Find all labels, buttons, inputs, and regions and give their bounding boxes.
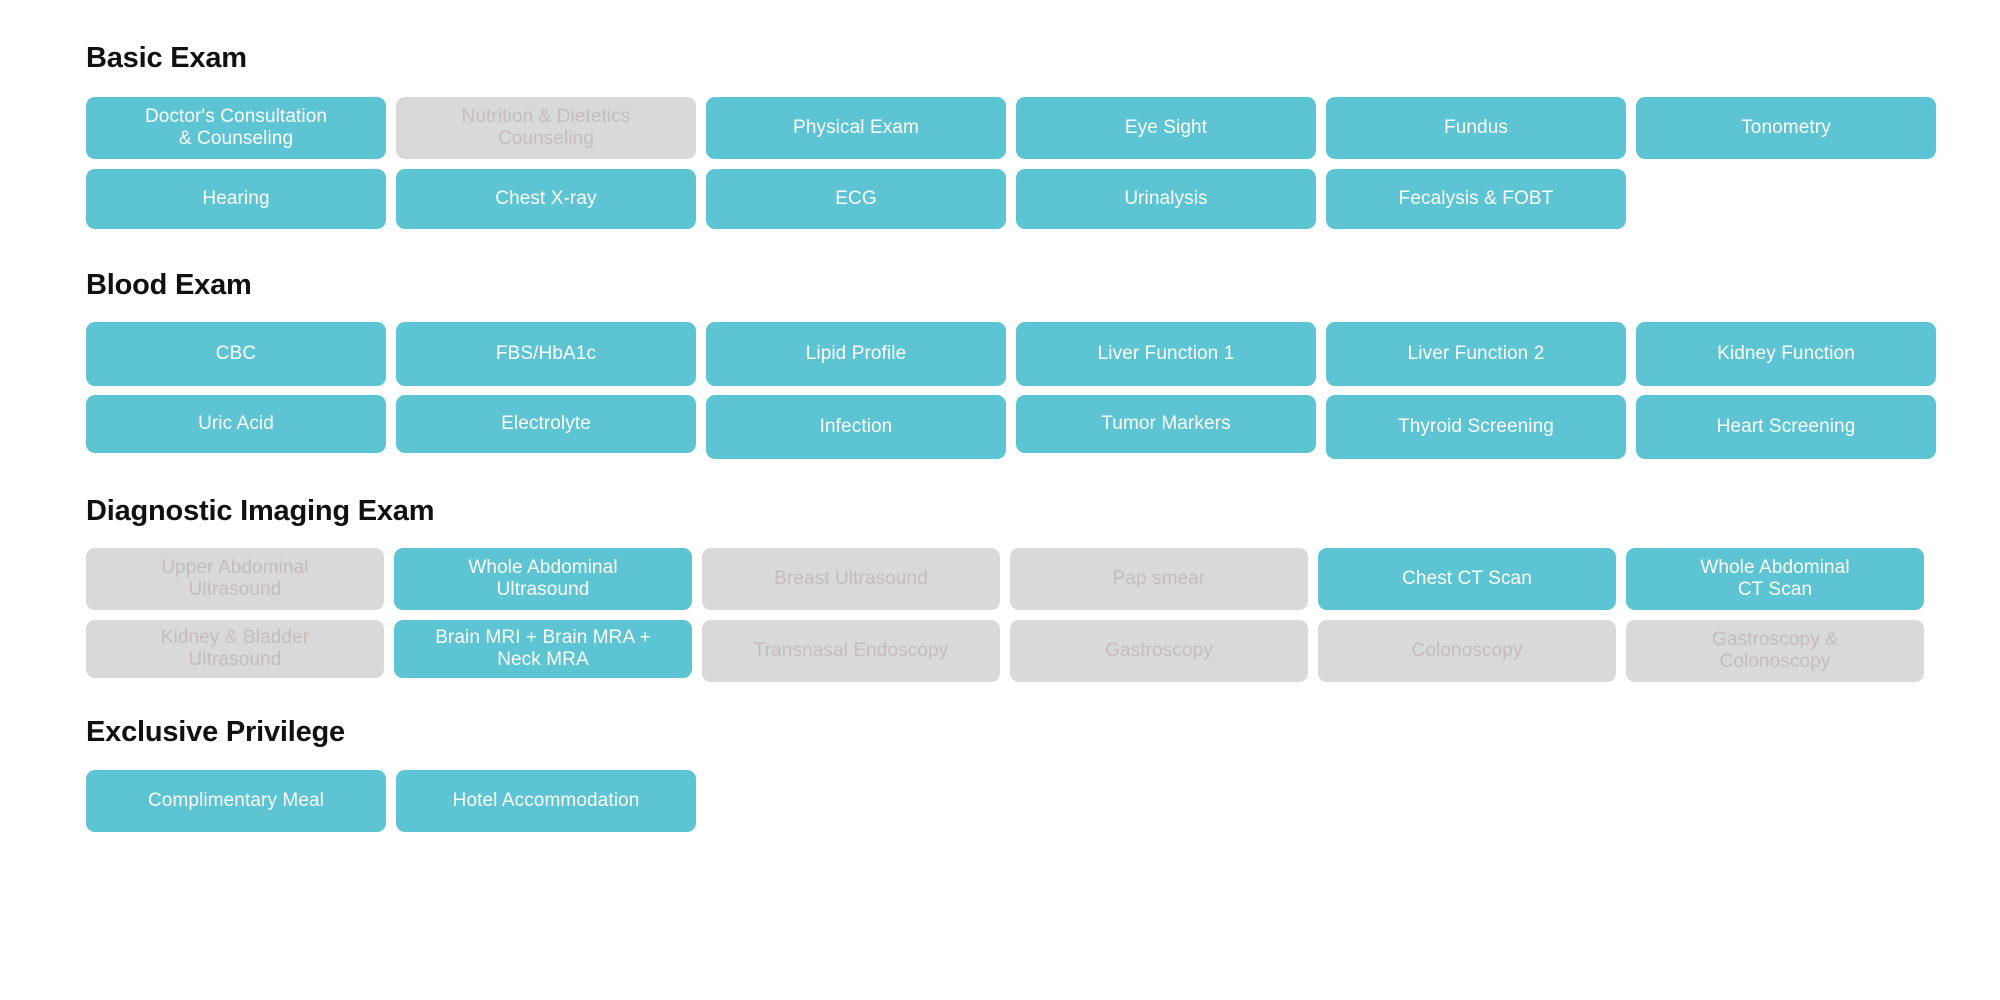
section-blood-exam: Blood Exam CBC FBS/HbA1c Lipid Profile L… bbox=[86, 229, 1936, 459]
exam-card-uric-acid[interactable]: Uric Acid bbox=[86, 395, 386, 453]
card-row: Hearing Chest X-ray ECG Urinalysis Fecal… bbox=[86, 169, 1914, 229]
section-exclusive-privilege: Exclusive Privilege Complimentary Meal H… bbox=[86, 682, 1914, 832]
exam-card-liver-function-2[interactable]: Liver Function 2 bbox=[1326, 322, 1626, 386]
card-row: Kidney & Bladder Ultrasound Brain MRI + … bbox=[86, 620, 1924, 682]
exam-card-heart-screening[interactable]: Heart Screening bbox=[1636, 395, 1936, 459]
card-rows-diagnostic-imaging-exam: Upper Abdominal Ultrasound Whole Abdomin… bbox=[86, 548, 1924, 682]
exam-card-fbs-hba1c[interactable]: FBS/HbA1c bbox=[396, 322, 696, 386]
exam-card-liver-function-1[interactable]: Liver Function 1 bbox=[1016, 322, 1316, 386]
card-row: Uric Acid Electrolyte Infection Tumor Ma… bbox=[86, 395, 1936, 459]
exam-card-ecg[interactable]: ECG bbox=[706, 169, 1006, 229]
privilege-card-complimentary-meal[interactable]: Complimentary Meal bbox=[86, 770, 386, 832]
section-title-blood-exam: Blood Exam bbox=[86, 269, 252, 301]
exam-card-brain-mri-mra-neck-mra[interactable]: Brain MRI + Brain MRA + Neck MRA bbox=[394, 620, 692, 678]
exam-card-tonometry[interactable]: Tonometry bbox=[1636, 97, 1936, 159]
card-row: Doctor's Consultation & Counseling Nutri… bbox=[86, 97, 1936, 159]
exam-card-chest-ct-scan[interactable]: Chest CT Scan bbox=[1318, 548, 1616, 610]
card-rows-exclusive-privilege: Complimentary Meal Hotel Accommodation bbox=[86, 770, 1914, 832]
exam-card-physical-exam[interactable]: Physical Exam bbox=[706, 97, 1006, 159]
exam-card-electrolyte[interactable]: Electrolyte bbox=[396, 395, 696, 453]
section-diagnostic-imaging-exam: Diagnostic Imaging Exam Upper Abdominal … bbox=[86, 459, 1924, 682]
exam-card-pap-smear[interactable]: Pap smear bbox=[1010, 548, 1308, 610]
exam-card-colonoscopy[interactable]: Colonoscopy bbox=[1318, 620, 1616, 682]
exam-card-breast-ultrasound[interactable]: Breast Ultrasound bbox=[702, 548, 1000, 610]
exam-card-urinalysis[interactable]: Urinalysis bbox=[1016, 169, 1316, 229]
exam-card-kidney-bladder-ultrasound[interactable]: Kidney & Bladder Ultrasound bbox=[86, 620, 384, 678]
exam-card-chest-x-ray[interactable]: Chest X-ray bbox=[396, 169, 696, 229]
privilege-card-hotel-accommodation[interactable]: Hotel Accommodation bbox=[396, 770, 696, 832]
exam-card-infection[interactable]: Infection bbox=[706, 395, 1006, 459]
exam-card-gastroscopy-colonoscopy[interactable]: Gastroscopy & Colonoscopy bbox=[1626, 620, 1924, 682]
section-title-basic-exam: Basic Exam bbox=[86, 42, 247, 74]
exam-card-lipid-profile[interactable]: Lipid Profile bbox=[706, 322, 1006, 386]
exam-card-transnasal-endoscopy[interactable]: Transnasal Endoscopy bbox=[702, 620, 1000, 682]
exam-card-eye-sight[interactable]: Eye Sight bbox=[1016, 97, 1316, 159]
exam-card-gastroscopy[interactable]: Gastroscopy bbox=[1010, 620, 1308, 682]
exam-card-nutrition-dietetics-counseling[interactable]: Nutrition & Dietetics Counseling bbox=[396, 97, 696, 159]
exam-card-upper-abdominal-ultrasound[interactable]: Upper Abdominal Ultrasound bbox=[86, 548, 384, 610]
card-row: Upper Abdominal Ultrasound Whole Abdomin… bbox=[86, 548, 1924, 610]
section-basic-exam: Basic Exam Doctor's Consultation & Couns… bbox=[86, 0, 1936, 229]
card-rows-basic-exam: Doctor's Consultation & Counseling Nutri… bbox=[86, 97, 1936, 229]
exam-card-fecalysis-fobt[interactable]: Fecalysis & FOBT bbox=[1326, 169, 1626, 229]
exam-card-whole-abdominal-ct-scan[interactable]: Whole Abdominal CT Scan bbox=[1626, 548, 1924, 610]
exam-card-cbc[interactable]: CBC bbox=[86, 322, 386, 386]
card-row: Complimentary Meal Hotel Accommodation bbox=[86, 770, 1914, 832]
exam-card-doctors-consultation-counseling[interactable]: Doctor's Consultation & Counseling bbox=[86, 97, 386, 159]
card-row: CBC FBS/HbA1c Lipid Profile Liver Functi… bbox=[86, 322, 1936, 386]
section-title-exclusive-privilege: Exclusive Privilege bbox=[86, 716, 345, 748]
section-title-diagnostic-imaging-exam: Diagnostic Imaging Exam bbox=[86, 495, 435, 527]
exam-card-tumor-markers[interactable]: Tumor Markers bbox=[1016, 395, 1316, 453]
exam-card-thyroid-screening[interactable]: Thyroid Screening bbox=[1326, 395, 1626, 459]
exam-card-whole-abdominal-ultrasound[interactable]: Whole Abdominal Ultrasound bbox=[394, 548, 692, 610]
exam-card-fundus[interactable]: Fundus bbox=[1326, 97, 1626, 159]
exam-card-hearing[interactable]: Hearing bbox=[86, 169, 386, 229]
exam-card-kidney-function[interactable]: Kidney Function bbox=[1636, 322, 1936, 386]
card-rows-blood-exam: CBC FBS/HbA1c Lipid Profile Liver Functi… bbox=[86, 322, 1936, 459]
